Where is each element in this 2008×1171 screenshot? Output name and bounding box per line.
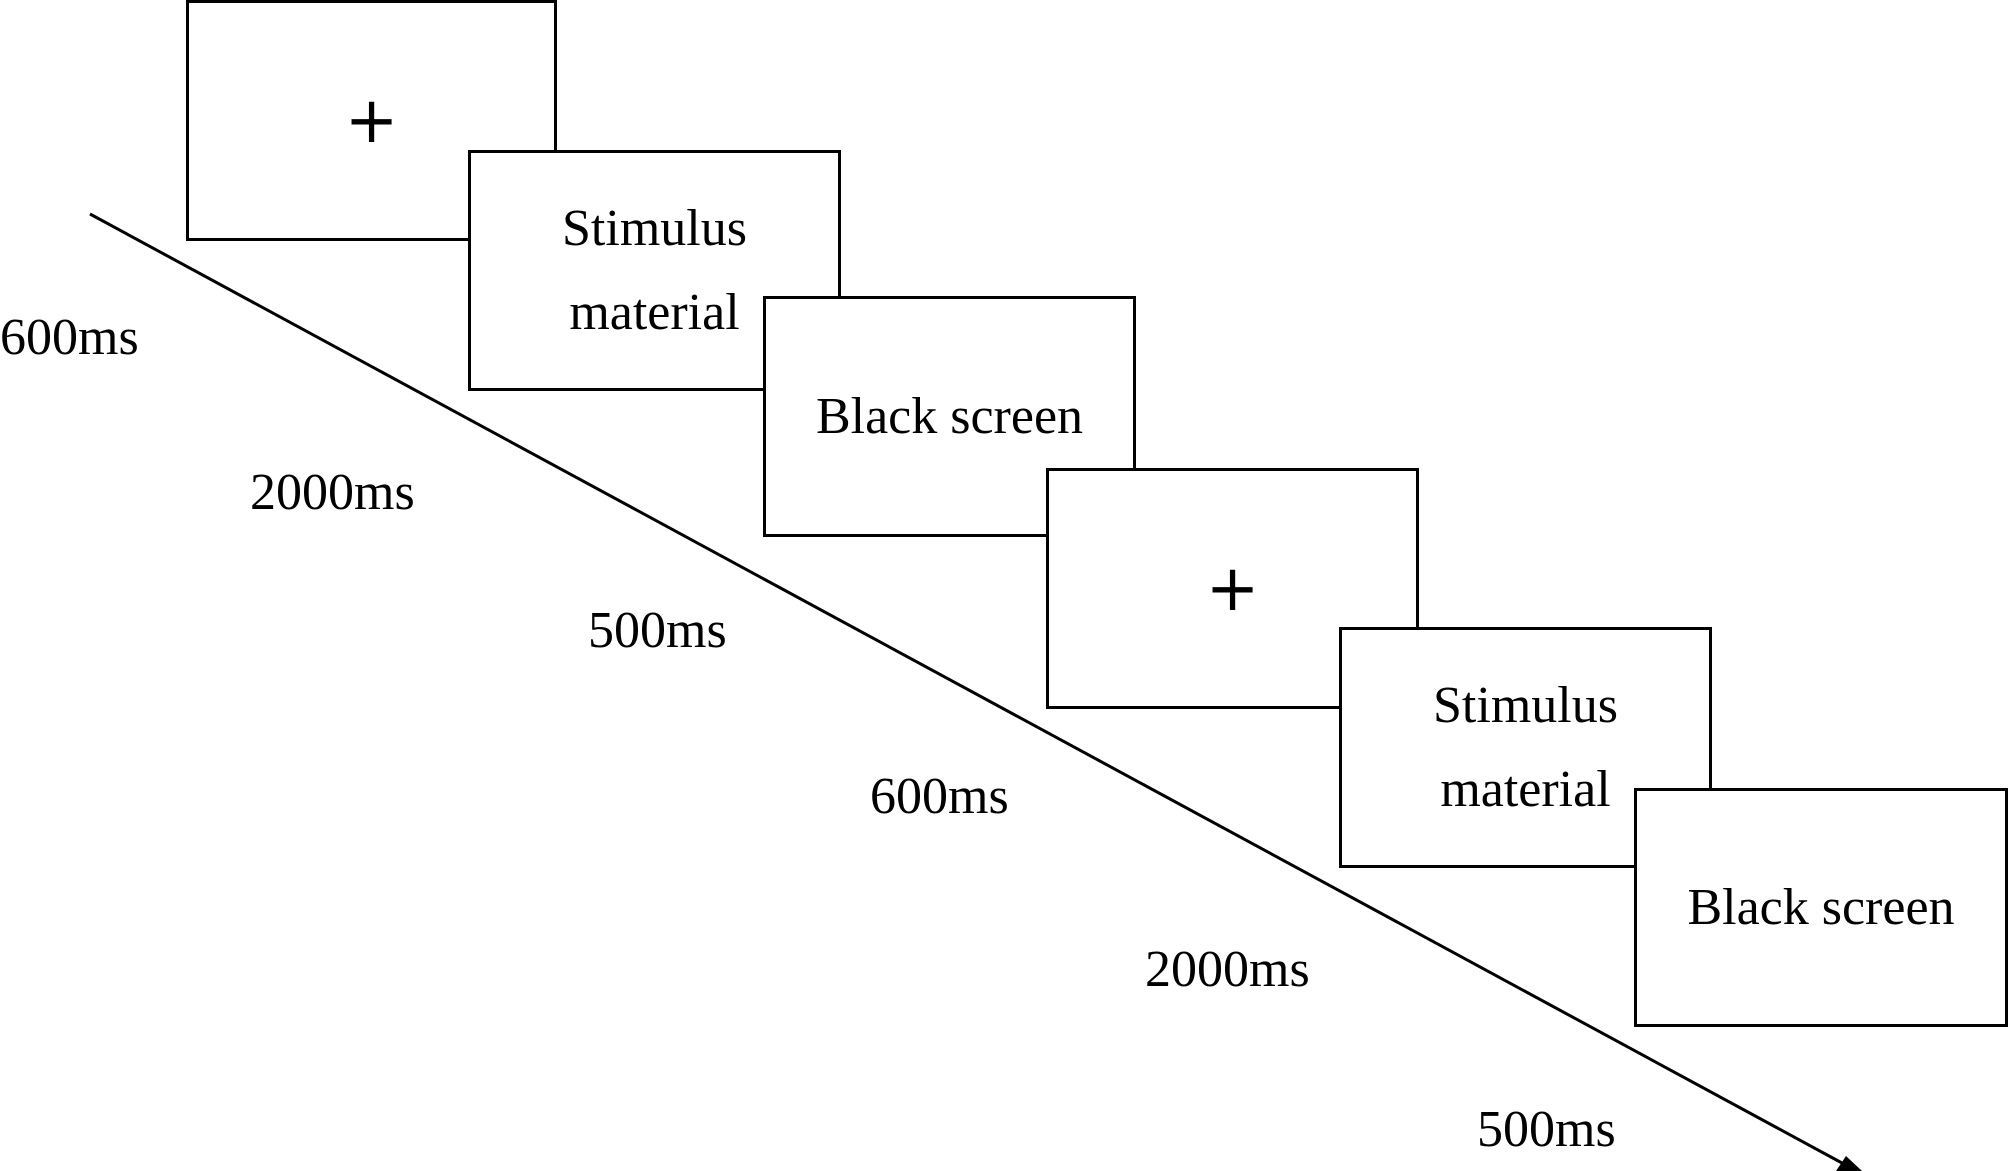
stimulus-label-line2: material (1440, 760, 1611, 818)
stimulus-label-line1: Stimulus (562, 199, 747, 257)
stimulus-label-line1: Stimulus (1433, 676, 1618, 734)
duration-label-5: 2000ms (1145, 941, 1310, 998)
fixation-cross-icon: + (344, 83, 399, 158)
duration-label-4: 600ms (870, 768, 1009, 825)
duration-label-2: 2000ms (250, 464, 415, 521)
fixation-cross-icon: + (1205, 551, 1260, 626)
stimulus-label-line2: material (569, 283, 740, 341)
stimulus-label-2: Stimulus material (1433, 664, 1618, 832)
duration-label-6: 500ms (1477, 1101, 1616, 1158)
duration-label-3: 500ms (588, 602, 727, 659)
timeline-line (89, 212, 1843, 1165)
duration-label-1: 600ms (0, 309, 139, 366)
black-screen-2: Black screen (1634, 788, 2008, 1027)
black-screen-1: Black screen (763, 296, 1136, 537)
black-screen-label-2: Black screen (1687, 878, 1955, 936)
timeline-arrowhead-icon (1836, 1156, 1862, 1171)
fixation-screen-2: + (1046, 468, 1419, 709)
stimulus-label-1: Stimulus material (562, 187, 747, 355)
black-screen-label-1: Black screen (815, 387, 1084, 445)
